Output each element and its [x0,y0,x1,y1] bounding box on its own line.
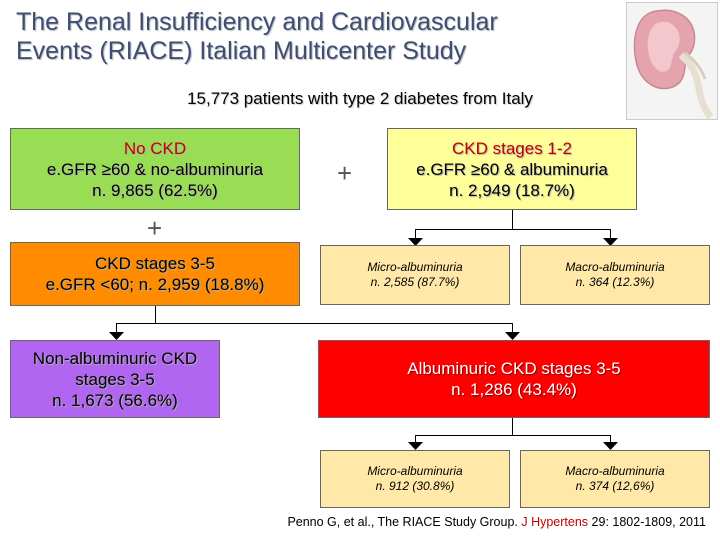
alb-ckd-label: Albuminuric CKD stages 3-5 [407,359,621,378]
micro-top-label: Micro-albuminuria [367,260,463,274]
arrow-head-icon [109,332,124,340]
kidney-image [626,2,718,120]
arrow-head-icon [505,332,520,340]
macro-top-label: Macro-albuminuria [565,260,665,274]
micro-albuminuria-top-box: Micro-albuminuria n. 2,585 (87.7%) [320,245,510,305]
citation-reference: 29: 1802-1809, 2011 [588,515,706,529]
macro-top-count: n. 364 (12.3%) [575,275,655,289]
albuminuric-ckd-box: Albuminuric CKD stages 3-5 n. 1,286 (43.… [318,340,710,418]
connector-ckd35-horizontal [116,323,513,324]
micro-top-count: n. 2,585 (87.7%) [370,275,460,289]
connector-ckd12-vertical [512,210,513,230]
macro-bottom-count: n. 374 (12,6%) [575,479,655,493]
connector-ckd12-left-drop [415,229,416,243]
no-ckd-box: No CKD e.GFR ≥60 & no-albuminuria n. 9,8… [10,128,300,210]
citation: Penno G, et al., The RIACE Study Group. … [287,515,706,529]
non-alb-stages: stages 3-5 [75,369,155,389]
connector-ckd12-right-drop [610,229,611,243]
connector-ckd12-horizontal [415,229,611,230]
ckd-stages-3-5-box: CKD stages 3-5 e.GFR <60; n. 2,959 (18.8… [10,242,300,306]
citation-journal: J Hypertens [521,515,589,529]
ckd-stages-1-2-box: CKD stages 1-2 e.GFR ≥60 & albuminuria n… [387,128,637,210]
connector-ckd35-vertical [155,306,156,324]
study-subtitle: 15,773 patients with type 2 diabetes fro… [187,89,533,108]
arrow-head-icon [603,442,618,450]
alb-ckd-count: n. 1,286 (43.4%) [451,380,577,399]
plus-sign-left: + [147,213,163,243]
non-alb-count: n. 1,673 (56.6%) [52,390,178,410]
ckd-1-2-count: n. 2,949 (18.7%) [449,180,575,200]
connector-alb35-vertical [512,418,513,436]
micro-bottom-count: n. 912 (30.8%) [375,479,455,493]
non-alb-label: Non-albuminuric CKD [32,348,198,368]
connector-alb35-right-drop [610,435,611,447]
non-albuminuric-ckd-box: Non-albuminuric CKD stages 3-5 n. 1,673 … [10,340,220,418]
ckd-3-5-label: CKD stages 3-5 [95,254,215,273]
connector-ckd35-right-drop [512,323,513,337]
arrow-head-icon [408,442,423,450]
page-title: The Renal Insufficiency and Cardiovascul… [16,8,576,66]
arrow-head-icon [603,238,618,246]
ckd-3-5-criteria: e.GFR <60; n. 2,959 (18.8%) [45,275,265,294]
no-ckd-label: No CKD [123,138,187,158]
connector-ckd35-left-drop [116,323,117,337]
micro-albuminuria-bottom-box: Micro-albuminuria n. 912 (30.8%) [320,450,510,508]
macro-albuminuria-top-box: Macro-albuminuria n. 364 (12.3%) [520,245,710,305]
citation-authors: Penno G, et al., The RIACE Study Group. [287,515,522,529]
kidney-icon [627,3,717,120]
macro-albuminuria-bottom-box: Macro-albuminuria n. 374 (12,6%) [520,450,710,508]
ckd-1-2-label: CKD stages 1-2 [452,138,572,158]
connector-alb35-left-drop [415,435,416,447]
macro-bottom-label: Macro-albuminuria [565,464,665,478]
arrow-head-icon [408,238,423,246]
ckd-1-2-criteria: e.GFR ≥60 & albuminuria [416,159,608,179]
no-ckd-count: n. 9,865 (62.5%) [92,180,218,200]
title-line-1: The Renal Insufficiency and Cardiovascul… [16,8,498,36]
no-ckd-criteria: e.GFR ≥60 & no-albuminuria [46,159,264,179]
micro-bottom-label: Micro-albuminuria [367,464,463,478]
connector-alb35-horizontal [415,435,611,436]
title-line-2: Events (RIACE) Italian Multicenter Study [16,37,467,65]
plus-sign-top: + [337,158,353,188]
